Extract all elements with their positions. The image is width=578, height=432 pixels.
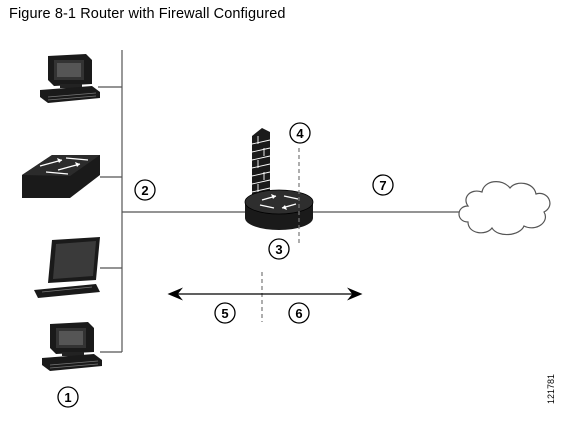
callout-label: 2 bbox=[141, 183, 148, 198]
callout-label: 1 bbox=[64, 390, 71, 405]
desktop-pc-icon bbox=[42, 322, 102, 371]
callout-3: 3 bbox=[268, 238, 290, 260]
callout-label: 7 bbox=[379, 178, 386, 193]
callout-label: 6 bbox=[295, 306, 302, 321]
callout-2: 2 bbox=[134, 179, 156, 201]
callout-label: 4 bbox=[296, 126, 304, 141]
callout-7: 7 bbox=[372, 174, 394, 196]
callout-label: 5 bbox=[221, 306, 228, 321]
desktop-pc-icon bbox=[40, 54, 100, 103]
laptop-icon bbox=[34, 237, 100, 298]
cloud-icon bbox=[458, 181, 551, 236]
router-icon bbox=[244, 189, 314, 230]
callout-1: 1 bbox=[57, 386, 79, 408]
firewall-icon bbox=[251, 128, 271, 200]
callout-label: 3 bbox=[275, 242, 282, 257]
callout-5: 5 bbox=[214, 302, 236, 324]
switch-icon bbox=[22, 155, 100, 198]
callout-4: 4 bbox=[289, 122, 311, 144]
callout-6: 6 bbox=[288, 302, 310, 324]
figure-title: Figure 8-1 Router with Firewall Configur… bbox=[9, 6, 286, 22]
figure-id: 121781 bbox=[546, 374, 556, 404]
